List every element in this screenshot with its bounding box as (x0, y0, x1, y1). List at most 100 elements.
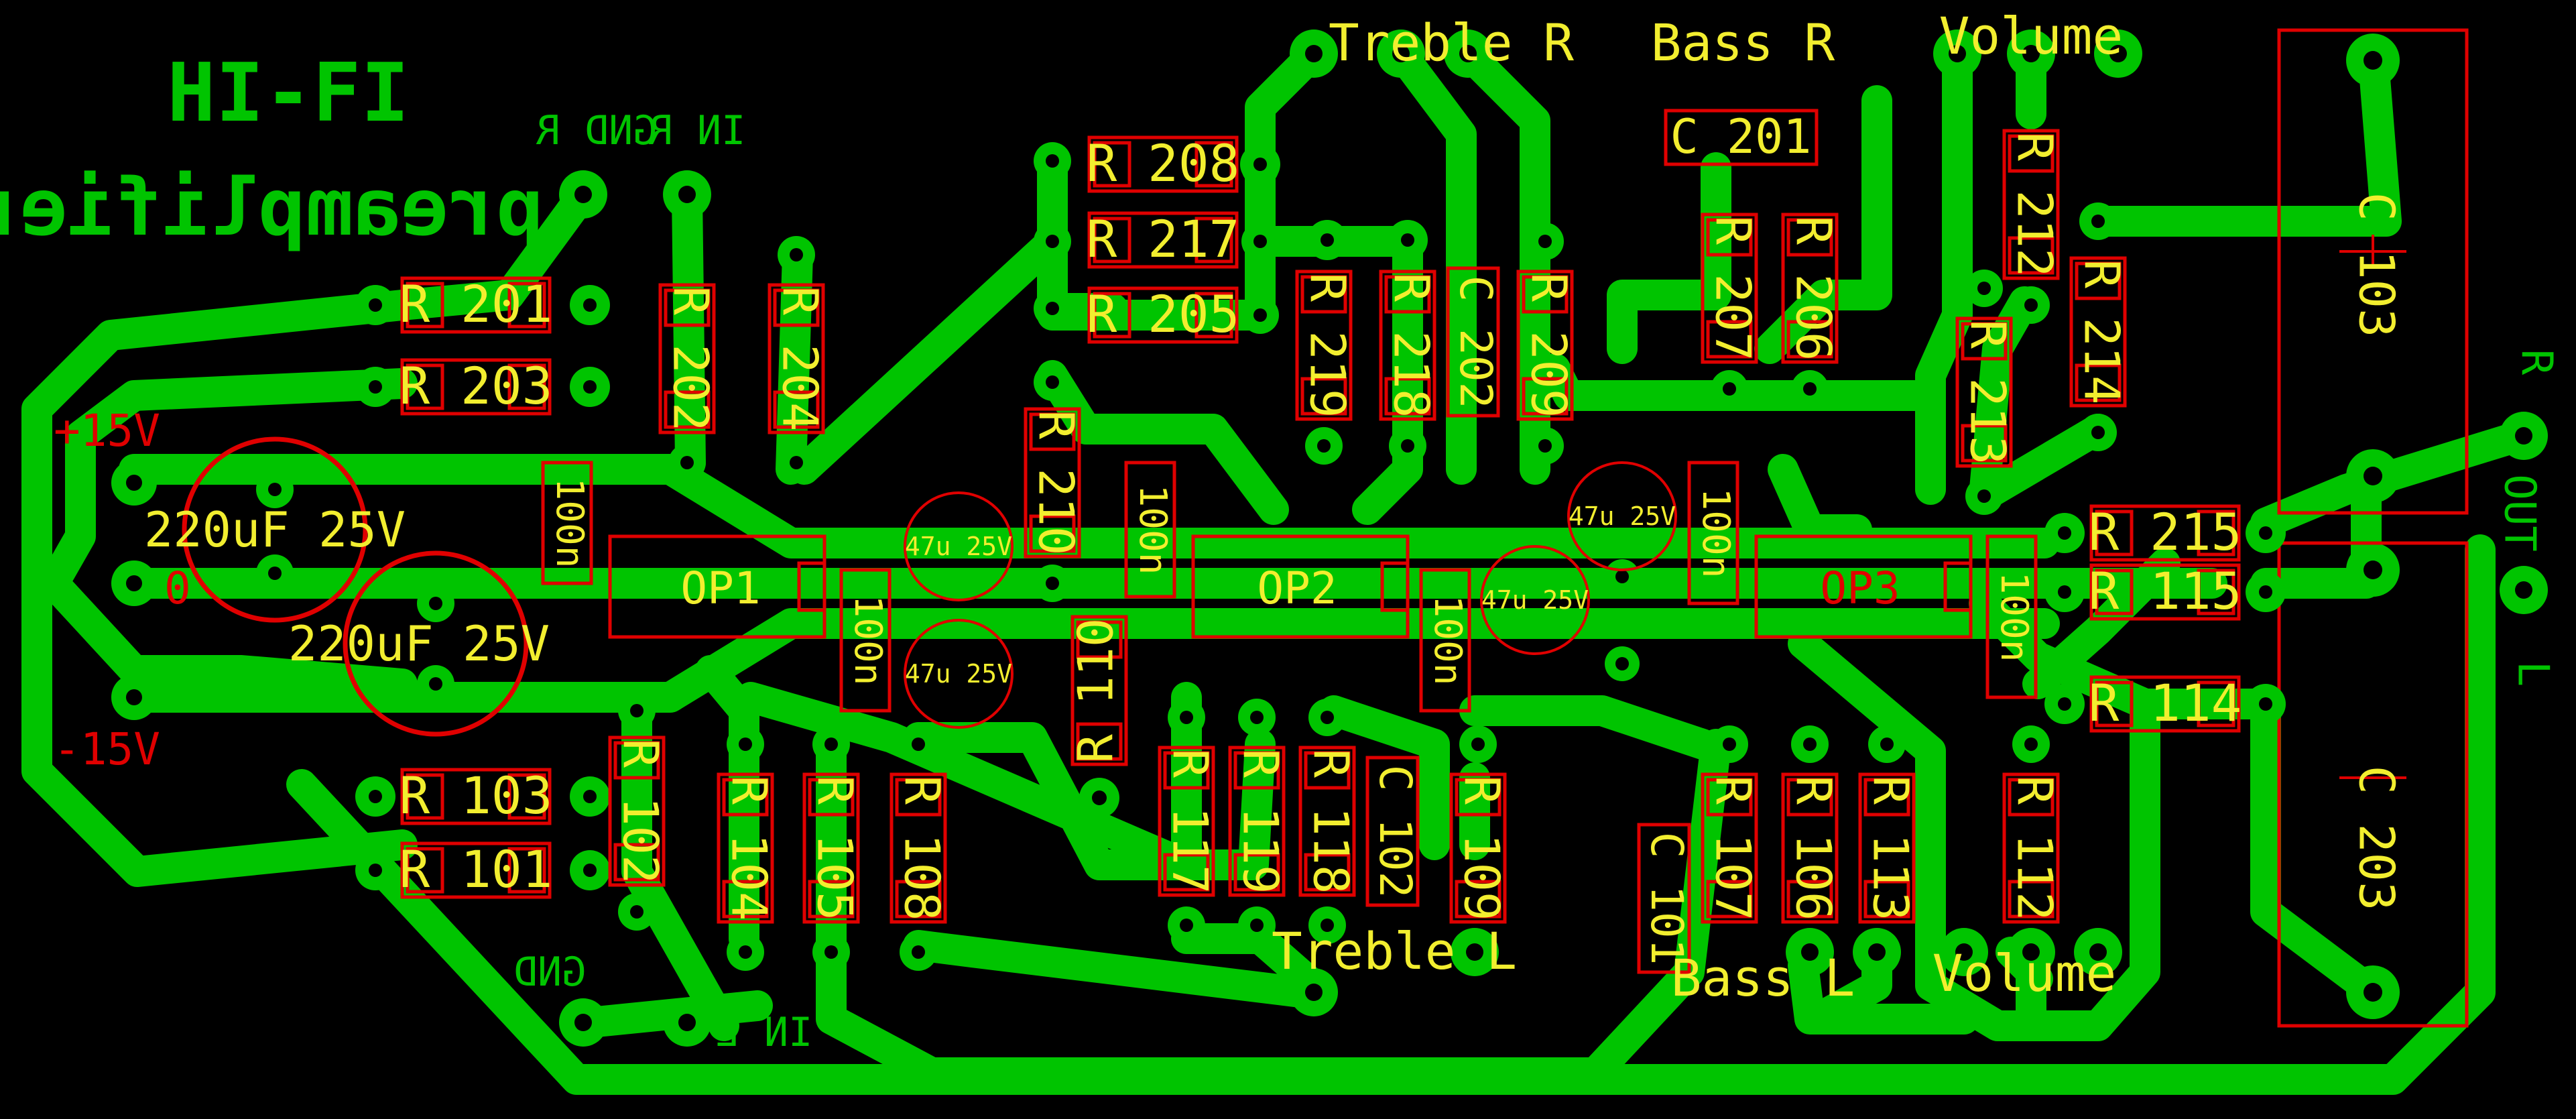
pad (559, 998, 607, 1047)
resistor-r110: R 110 (1068, 615, 1128, 766)
cap-100n-2-label: 100n (846, 595, 890, 686)
resistor-r113-label: R 113 (1862, 776, 1918, 921)
resistor-r207: R 207 (1701, 213, 1761, 408)
cap-100n-5: 100n (1687, 461, 1739, 605)
resistor-r218: R 218 (1379, 270, 1439, 465)
resistor-r115-label: R 115 (2089, 561, 2242, 621)
resistor-r117: R 117 (1158, 699, 1218, 944)
resistor-r212-label: R 212 (2006, 132, 2063, 278)
resistor-r105-label: R 105 (806, 776, 863, 921)
pad (1377, 30, 1425, 78)
label-gnd-r: GND R (536, 107, 657, 154)
pad (111, 460, 157, 506)
resistor-r210-label: R 210 (1028, 410, 1084, 556)
pad (1034, 223, 1071, 260)
resistor-r217: R 217 (1087, 209, 1428, 269)
pad (1241, 296, 1279, 334)
pad (559, 170, 607, 219)
ic-op3-label: OP3 (1820, 563, 1900, 614)
label-bass-l: Bass L (1671, 948, 1855, 1008)
pad (111, 674, 157, 720)
resistor-r112: R 112 (2002, 725, 2063, 924)
resistor-r110-label: R 110 (1068, 618, 1124, 764)
pad (2346, 543, 2400, 597)
cap-100n-3-label: 100n (1131, 485, 1174, 575)
cap-c102-label: C 102 (1369, 765, 1421, 898)
electrolytic-small-2: 47u 25V (904, 619, 1014, 729)
resistor-r107: R 107 (1701, 725, 1761, 924)
cap-c201: C 201 (1664, 109, 1819, 166)
resistor-r109: R 109 (1449, 725, 1510, 924)
pad (2007, 928, 2055, 976)
electrolytic-small-4-label: 47u 25V (1569, 502, 1676, 531)
ic-op2: OP2 (1191, 534, 1410, 639)
resistor-r117-label: R 117 (1162, 749, 1218, 894)
label-bass-r: Bass R (1651, 13, 1835, 72)
resistor-r104: R 104 (717, 725, 777, 971)
electrolytic-small-1: 47u 25V (904, 491, 1014, 601)
pad (1034, 290, 1071, 327)
resistor-r213-label: R 213 (1959, 320, 2016, 465)
resistor-r202-label: R 202 (662, 286, 719, 432)
pad (1451, 928, 1499, 976)
resistor-r118-label: R 118 (1302, 749, 1359, 894)
resistor-r103: R 103 (355, 766, 610, 825)
resistor-r114-label: R 114 (2089, 673, 2242, 733)
label-volume-r: Volume (1939, 6, 2124, 66)
resistor-r215-label: R 215 (2089, 502, 2242, 562)
electrolytic-big-1-label: 220uF 25V (144, 502, 406, 558)
resistor-r101-label: R 101 (400, 839, 553, 899)
pad (2500, 566, 2548, 614)
pad (2074, 928, 2122, 976)
resistor-r215: R 215 (2044, 502, 2286, 562)
resistor-r203: R 203 (355, 356, 610, 416)
resistor-r217-label: R 217 (1087, 209, 1240, 269)
electrolytic-small-3: 47u 25V (1480, 545, 1590, 655)
resistor-r102: R 102 (608, 692, 668, 931)
resistor-r106-label: R 106 (1785, 776, 1841, 921)
resistor-r101: R 101 (355, 839, 610, 899)
resistor-r108-label: R 108 (894, 776, 950, 921)
resistor-r204-label: R 204 (772, 286, 828, 432)
pad (663, 998, 711, 1047)
electrolytic-small-1-label: 47u 25V (905, 532, 1012, 561)
resistor-r114: R 114 (2044, 673, 2286, 733)
label-minus15v: -15V (54, 723, 160, 775)
resistor-r202: R 202 (658, 283, 719, 481)
label-in-r: IN R (648, 107, 745, 154)
cap-c203-label: C 203 (2348, 766, 2404, 911)
resistor-r203-label: R 203 (400, 356, 553, 416)
pad (663, 170, 711, 219)
cap-100n-1-label: 100n (548, 478, 591, 569)
pad (1605, 559, 1640, 594)
resistor-r214: R 214 (2069, 202, 2130, 451)
resistor-r213: R 213 (1955, 270, 2016, 515)
resistor-r201-label: R 201 (400, 274, 553, 334)
resistor-r209: R 209 (1516, 223, 1577, 465)
pad (2094, 30, 2142, 78)
resistor-r205-label: R 205 (1087, 284, 1240, 344)
resistor-r112-label: R 112 (2006, 776, 2063, 921)
resistor-r209-label: R 209 (1520, 273, 1577, 418)
pad (1290, 30, 1338, 78)
cap-c203: C 203 (2277, 541, 2469, 1028)
electrolytic-small-3-label: 47u 25V (1481, 585, 1589, 615)
label-plus15v: +15V (54, 405, 160, 457)
pad (111, 561, 157, 606)
resistor-r218-label: R 218 (1383, 273, 1439, 418)
label-out-r: R (2511, 349, 2561, 375)
resistor-r105: R 105 (802, 725, 863, 971)
pad (2346, 965, 2400, 1019)
resistor-r212: R 212 (2002, 129, 2063, 324)
pad (1853, 928, 1901, 976)
resistor-r118: R 118 (1298, 699, 1359, 944)
cap-c102: C 102 (1365, 756, 1421, 907)
label-out-l: L (2508, 661, 2557, 687)
resistor-r106: R 106 (1781, 725, 1841, 924)
label-volume-l: Volume (1933, 943, 2117, 1003)
pad (2007, 30, 2055, 78)
resistor-r108: R 108 (890, 725, 950, 971)
ic-op1: OP1 (608, 534, 826, 639)
resistor-r205: R 205 (1087, 284, 1240, 344)
